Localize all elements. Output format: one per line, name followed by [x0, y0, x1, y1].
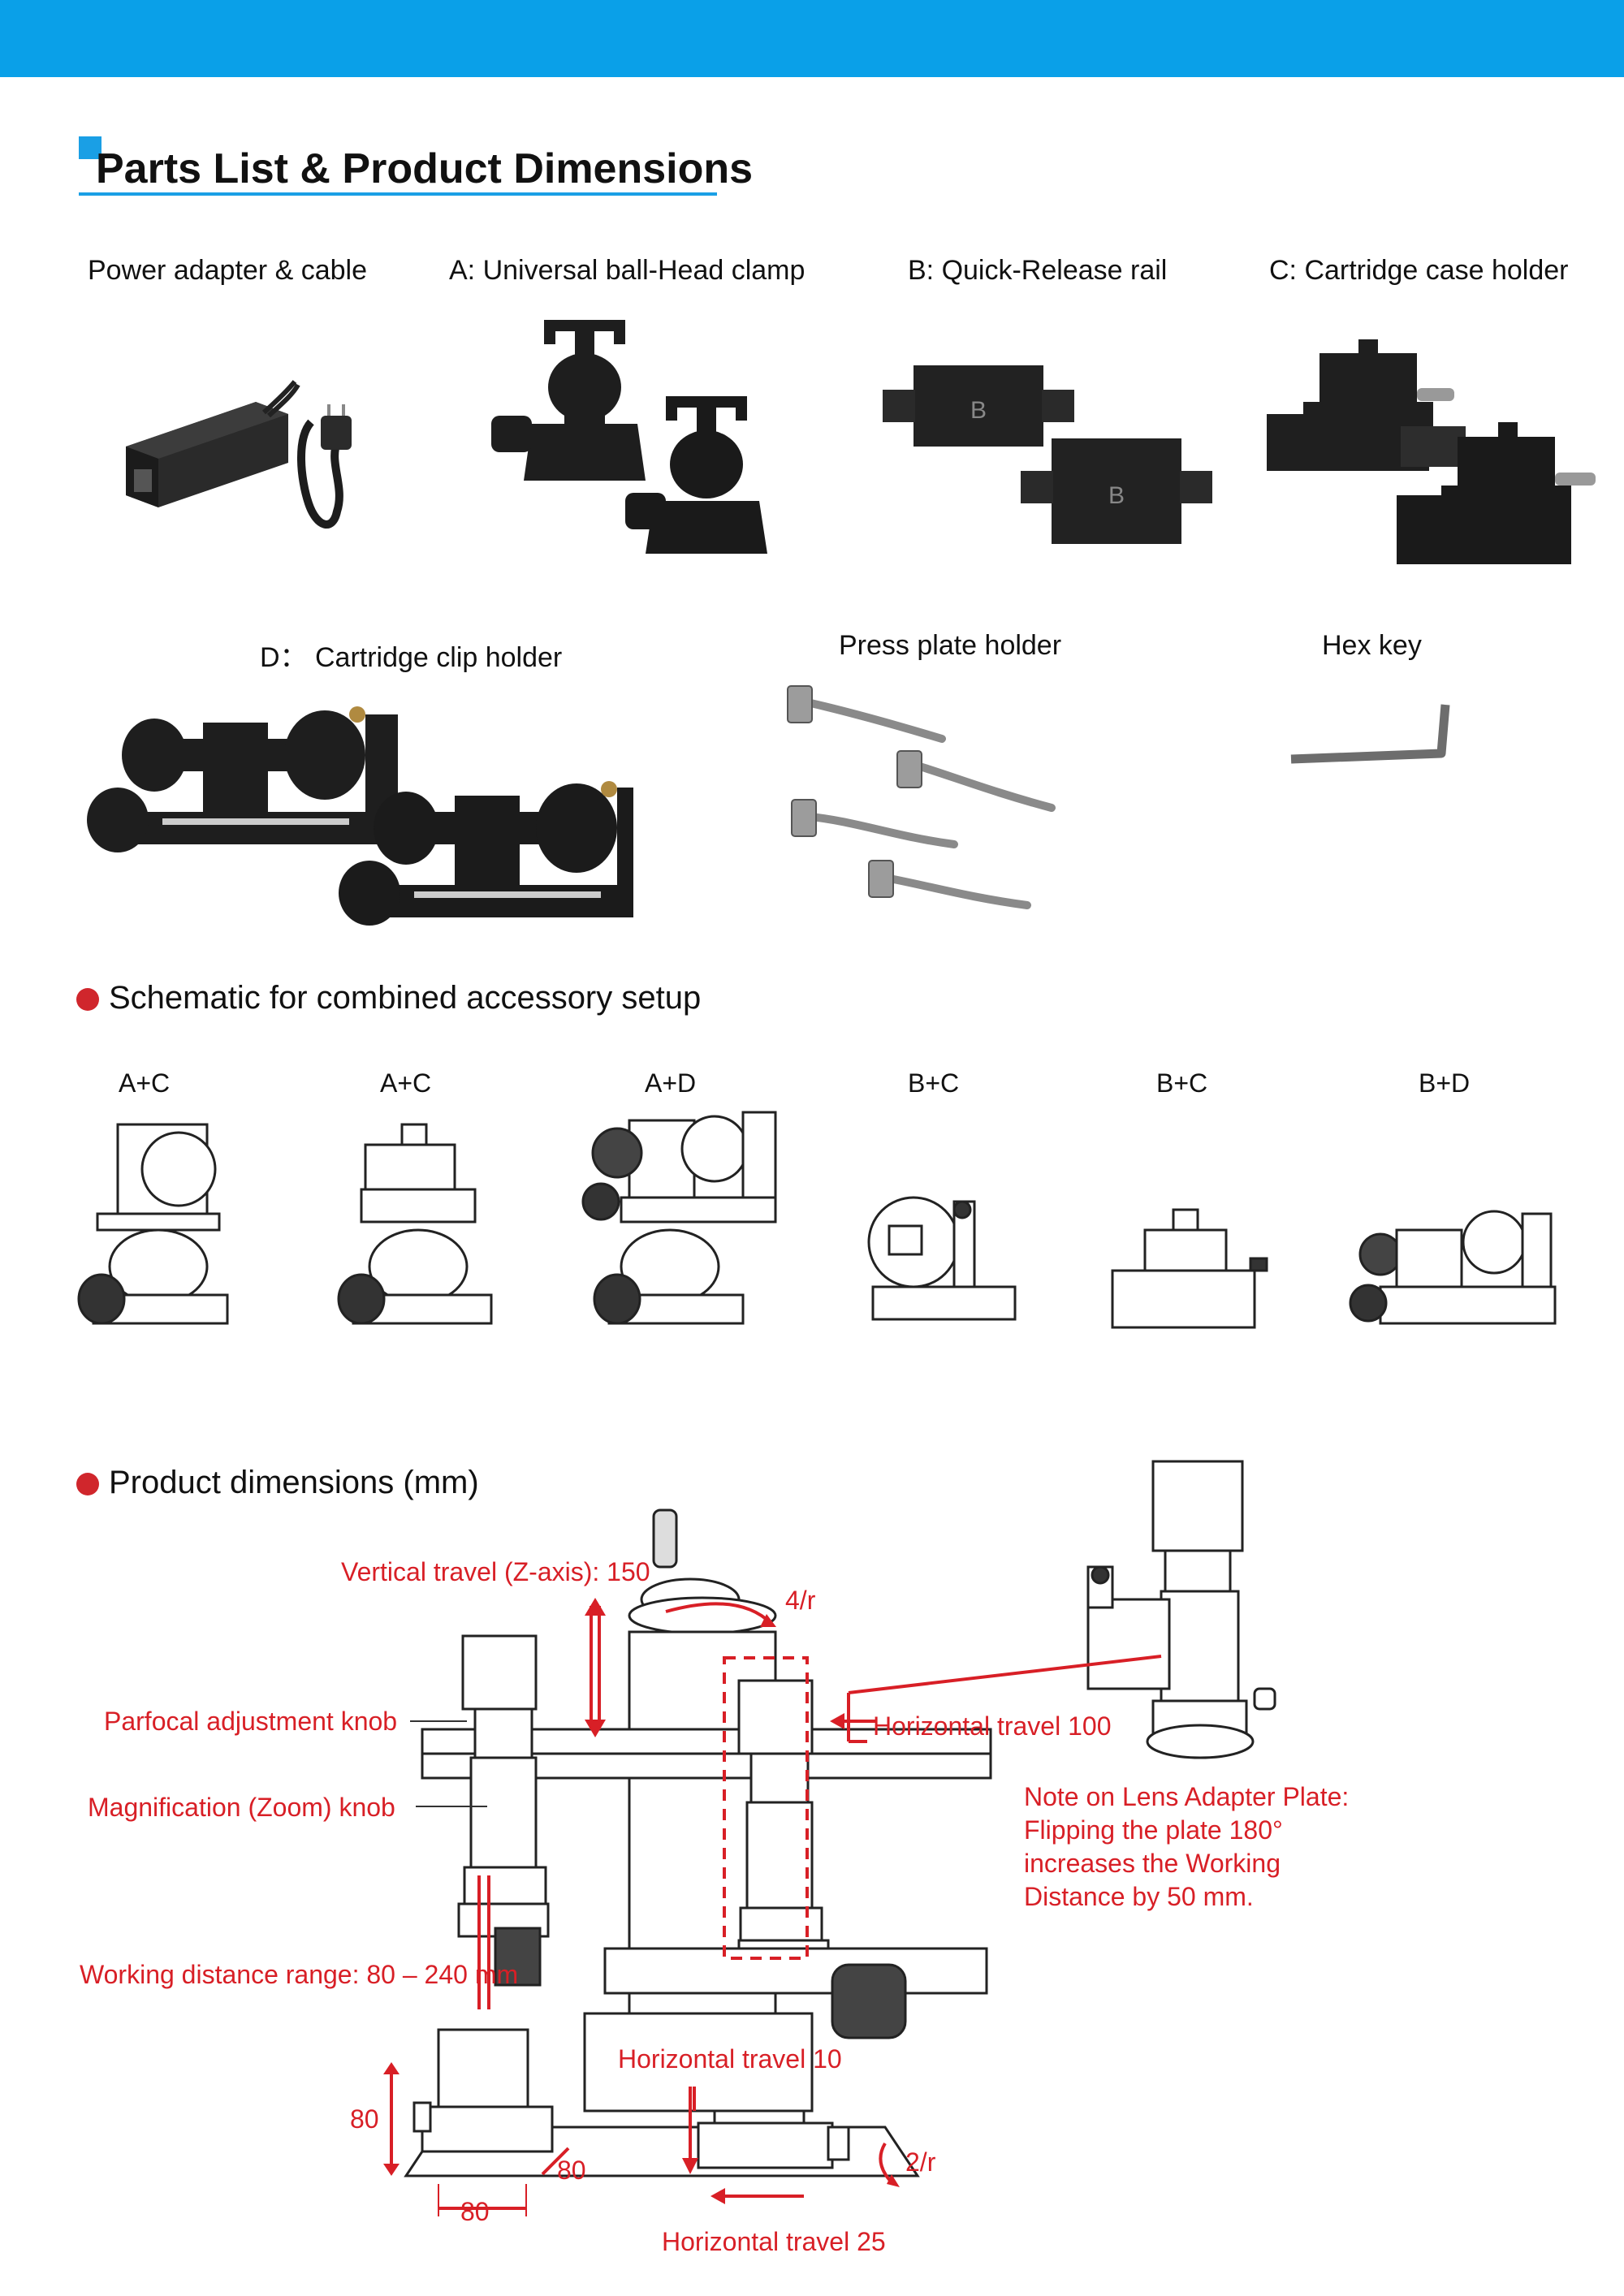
title-accent-square	[79, 136, 102, 159]
annotation-height-80: 80	[350, 2104, 379, 2134]
dimension-annotations	[383, 1598, 1162, 2216]
part-label-hex: Hex key	[1322, 630, 1422, 661]
schematic-bullet	[76, 988, 99, 1011]
combo-label-3: A+D	[645, 1068, 697, 1098]
top-banner	[0, 0, 1624, 77]
part-label-c: C: Cartridge case holder	[1269, 255, 1569, 286]
annotation-rate-xy: 2/r	[905, 2147, 936, 2177]
cartridge-clip-holder-image	[87, 706, 633, 926]
combo-drawing-a-d	[581, 1111, 777, 1325]
annotation-horizontal-25: Horizontal travel 25	[662, 2227, 886, 2256]
combo-label-2: A+C	[380, 1068, 432, 1098]
lens-adapter-drawing	[1086, 1460, 1276, 1759]
title-underline	[79, 192, 717, 196]
combo-drawing-a-c-2	[337, 1123, 493, 1325]
part-label-press: Press plate holder	[839, 630, 1062, 661]
annotation-depth-80: 80	[557, 2156, 586, 2185]
power-adapter-image	[126, 380, 352, 529]
annotation-horizontal-10: Horizontal travel 10	[618, 2044, 842, 2074]
annotation-rate-z: 4/r	[785, 1586, 816, 1615]
rail-letter-1: B	[970, 397, 987, 424]
combo-drawing-b-c-1	[867, 1196, 1017, 1321]
microscope-stand-drawing	[404, 1508, 992, 2177]
combo-drawing-b-d	[1349, 1210, 1557, 1325]
part-label-power: Power adapter & cable	[88, 255, 367, 286]
combo-label-5: B+C	[1156, 1068, 1208, 1098]
annotation-lens-adapter-note: Note on Lens Adapter Plate: Flipping the…	[1024, 1782, 1350, 1911]
quick-release-rail-image: B B	[883, 365, 1212, 544]
part-label-d: D： Cartridge clip holder	[260, 642, 563, 673]
press-plate-holder-image	[787, 685, 1056, 909]
combo-drawing-b-c-2	[1111, 1208, 1268, 1329]
schematic-heading: Schematic for combined accessory setup	[109, 980, 702, 1016]
combo-label-1: A+C	[119, 1068, 171, 1098]
combo-drawing-a-c-1	[77, 1123, 229, 1325]
combo-label-4: B+C	[908, 1068, 960, 1098]
dimensions-heading: Product dimensions (mm)	[109, 1465, 479, 1500]
part-label-b: B: Quick-Release rail	[908, 255, 1168, 286]
annotation-vertical-travel: Vertical travel (Z-axis): 150	[341, 1557, 650, 1586]
annotation-working-distance: Working distance range: 80 – 240 mm	[80, 1960, 519, 1989]
combo-label-6: B+D	[1419, 1068, 1471, 1098]
rail-letter-2: B	[1108, 482, 1125, 509]
hex-key-image	[1290, 704, 1450, 764]
page-title: Parts List & Product Dimensions	[96, 145, 754, 192]
cartridge-case-holder-image	[1267, 339, 1596, 564]
annotation-parfocal-knob: Parfocal adjustment knob	[104, 1707, 398, 1736]
part-label-a: A: Universal ball-Head clamp	[449, 255, 806, 286]
annotation-horizontal-100: Horizontal travel 100	[873, 1711, 1112, 1741]
annotation-zoom-knob: Magnification (Zoom) knob	[88, 1793, 395, 1822]
dimensions-bullet	[76, 1473, 99, 1495]
ball-head-clamp-image	[491, 320, 767, 554]
annotation-width-80: 80	[460, 2197, 490, 2226]
